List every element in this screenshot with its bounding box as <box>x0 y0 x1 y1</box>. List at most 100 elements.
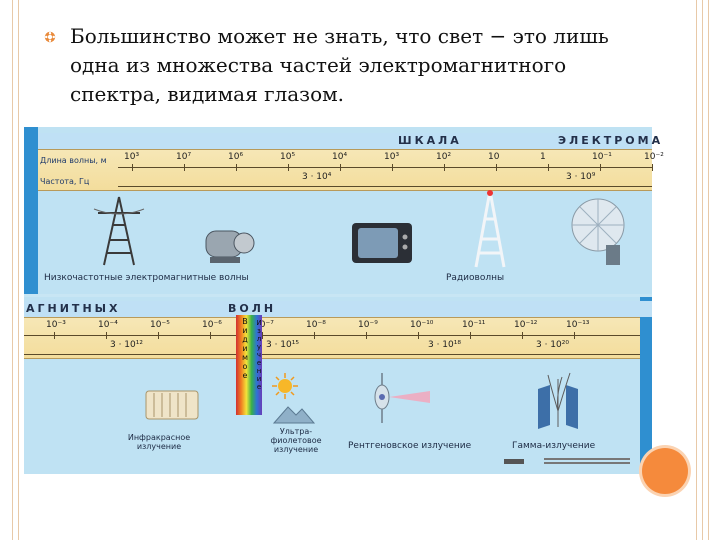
scale-tick <box>106 332 107 339</box>
vertical-letter: у <box>256 343 262 351</box>
scale-tick <box>392 164 393 171</box>
vertical-letter: и <box>242 344 248 353</box>
bullet-line: спектра, видимая глазом. <box>70 82 345 106</box>
bottom-wavelength-axis <box>24 335 640 336</box>
scale-tick <box>548 164 549 171</box>
bottom-frequency-label: 3 · 10¹⁸ <box>428 340 461 350</box>
vertical-letter: и <box>256 375 262 383</box>
gamma-caption: Гамма-излучение <box>512 441 596 451</box>
bullet-line: Большинство может не знать, что свет − э… <box>70 24 609 48</box>
wavelength-tick-label: 10⁻⁵ <box>150 320 170 330</box>
scale-tick <box>288 164 289 171</box>
wavelength-tick-label: 10² <box>436 152 452 162</box>
vertical-letter: м <box>241 353 249 362</box>
vertical-letter: о <box>242 362 248 371</box>
vertical-letter: н <box>256 367 262 375</box>
scale-tick <box>314 332 315 339</box>
wavelength-tick-label: 10⁻⁴ <box>98 320 118 330</box>
vertical-letter: В <box>242 317 248 326</box>
bullet-flower-icon <box>44 31 56 43</box>
scale-tick <box>158 332 159 339</box>
wavelength-tick-label: 10 <box>488 152 500 162</box>
top-title-2: ЭЛЕКТРОМА <box>558 134 664 147</box>
poster-stripe-right <box>640 297 652 474</box>
generator-icon <box>205 230 255 263</box>
em-spectrum-poster: ШКАЛА ЭЛЕКТРОМА Длина волны, м Частота, … <box>24 127 664 474</box>
wavelength-tick-label: 10⁻³ <box>46 320 66 330</box>
vertical-letter: з <box>257 327 261 335</box>
bottom-title-2: ВОЛН <box>228 302 277 315</box>
mountain-icon <box>272 406 316 424</box>
vertical-letter: ч <box>256 351 262 359</box>
wavelength-tick-label: 10⁻⁷ <box>254 320 274 330</box>
scale-tick <box>470 332 471 339</box>
frame-line-right-3 <box>708 0 709 540</box>
scale-tick <box>444 164 445 171</box>
gamma-plates-icon <box>538 372 578 429</box>
bottom-frequency-label: 3 · 10¹⁵ <box>266 340 299 350</box>
wavelength-tick-label: 10⁻⁹ <box>358 320 378 330</box>
radio-caption: Радиоволны <box>446 273 505 283</box>
top-frequency-axis <box>118 186 652 187</box>
bottom-title-1: АГНИТНЫХ <box>26 302 121 315</box>
scale-tick <box>184 164 185 171</box>
infrared-caption: Инфракрасное излучение <box>127 433 191 451</box>
wavelength-tick-label: 10⁻¹ <box>592 152 612 162</box>
wavelength-tick-label: 10⁻² <box>644 152 664 162</box>
poster-top-panel: ШКАЛА ЭЛЕКТРОМА Длина волны, м Частота, … <box>24 127 664 294</box>
poster-stripe-left <box>24 127 38 294</box>
sun-icon <box>272 373 298 399</box>
top-wavelength-axis <box>118 167 652 168</box>
bottom-frequency-label: 3 · 10¹² <box>110 340 143 350</box>
corner-accent-circle <box>642 448 688 494</box>
tv-icon <box>352 223 412 263</box>
vertical-letter: и <box>242 326 248 335</box>
ultraviolet-caption: Ультра-фиолетовое излучение <box>270 427 322 454</box>
scale-tick <box>496 164 497 171</box>
visible-spectrum-strip <box>236 315 262 415</box>
radiator-icon <box>145 390 199 420</box>
vertical-letter: д <box>242 335 248 344</box>
publisher-mark-icon <box>504 458 630 464</box>
top-frequency-label: 3 · 10⁴ <box>302 172 332 182</box>
bottom-frequency-axis <box>24 354 640 355</box>
wavelength-tick-label: 10⁴ <box>332 152 348 162</box>
scale-tick <box>236 164 237 171</box>
bottom-frequency-label: 3 · 10²⁰ <box>536 340 569 350</box>
vertical-letter: е <box>242 371 248 380</box>
top-title-1: ШКАЛА <box>398 134 462 147</box>
scale-tick <box>54 332 55 339</box>
power-tower-icon <box>93 196 145 266</box>
frame-line-left-inner <box>18 0 19 540</box>
xray-tube-icon <box>374 373 430 423</box>
satellite-dish-icon <box>571 198 625 265</box>
wavelength-tick-label: 10⁻¹¹ <box>462 320 486 330</box>
radio-tower-icon <box>474 190 506 268</box>
vertical-letter: И <box>256 319 262 327</box>
scale-tick <box>210 332 211 339</box>
bullet-text: Большинство может не знать, что свет − э… <box>70 22 670 109</box>
scale-tick <box>262 332 263 339</box>
frequency-row-label: Частота, Гц <box>40 177 90 186</box>
scale-tick <box>600 164 601 171</box>
frame-line-left-outer <box>12 0 13 540</box>
scale-tick <box>132 164 133 171</box>
low-freq-caption: Низкочастотные электромагнитные волны <box>44 273 249 283</box>
scale-tick <box>522 332 523 339</box>
top-frequency-label: 3 · 10⁹ <box>566 172 596 182</box>
wavelength-tick-label: 10³ <box>384 152 400 162</box>
wavelength-tick-label: 10⁻⁸ <box>306 320 326 330</box>
wavelength-tick-label: 1 <box>540 152 546 162</box>
wavelength-tick-label: 10⁵ <box>280 152 296 162</box>
top-title-band: ШКАЛА ЭЛЕКТРОМА <box>38 133 660 149</box>
frame-line-right-2 <box>702 0 703 540</box>
scale-tick <box>366 332 367 339</box>
scale-tick <box>652 164 653 171</box>
wavelength-tick-label: 10³ <box>124 152 140 162</box>
wavelength-tick-label: 10⁶ <box>228 152 244 162</box>
